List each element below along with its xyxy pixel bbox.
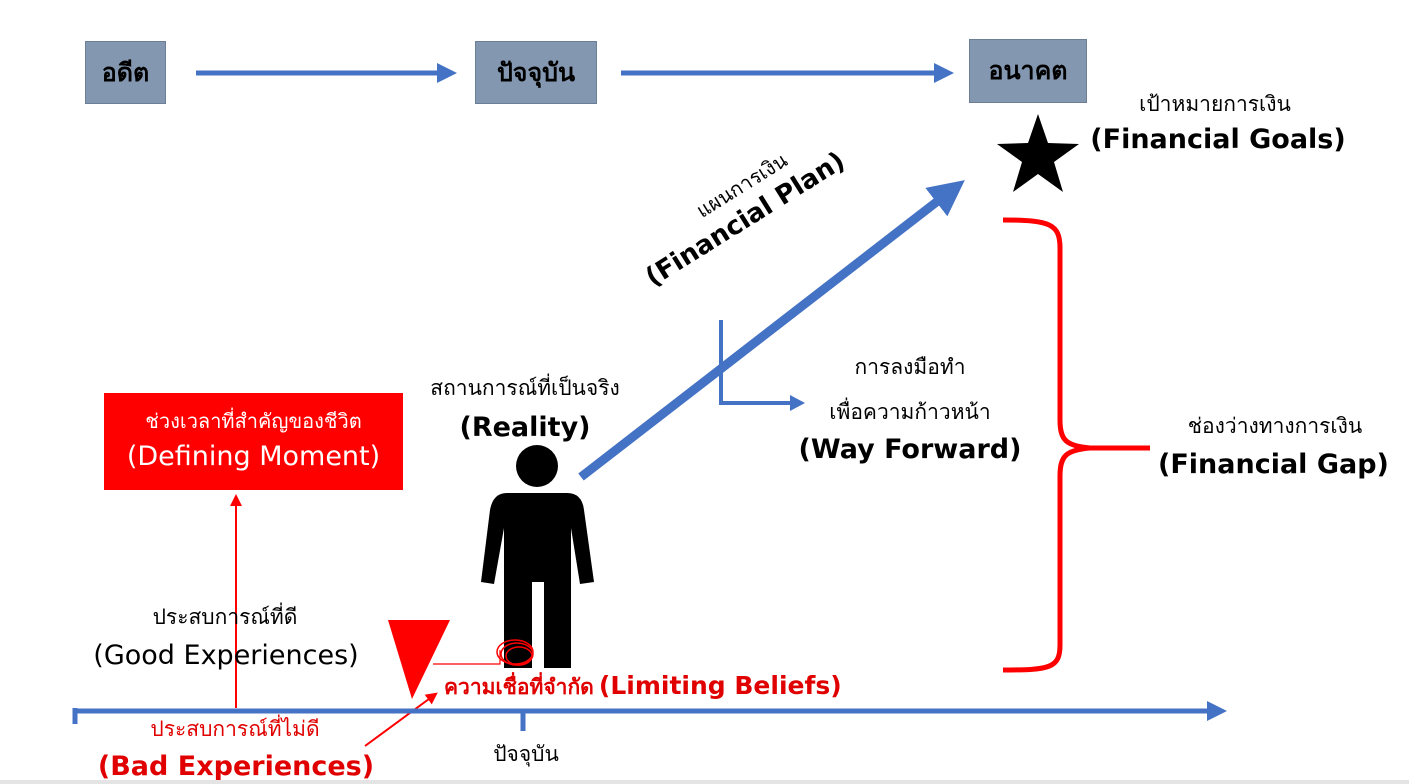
- gap-thai-label: ช่องว่างทางการเงิน: [1187, 414, 1363, 438]
- person-icon: [481, 445, 594, 668]
- goals-english-label: (Financial Goals): [1090, 124, 1346, 155]
- axis-present-label: ปัจจุบัน: [493, 742, 559, 766]
- past-box: อดีต: [85, 41, 166, 104]
- bad-experiences-english: (Bad Experiences): [97, 751, 375, 782]
- goal-star-icon: [997, 114, 1079, 192]
- future-box: อนาคต: [969, 39, 1087, 103]
- red-arrow-to-limiting-beliefs: [364, 692, 438, 747]
- limiting-beliefs-label: ความเชื่อที่จำกัด (Limiting Beliefs): [444, 671, 842, 704]
- bottom-border: [0, 780, 1409, 784]
- way-forward-connector: [719, 320, 790, 405]
- way-forward-thai-line2: เพื่อความก้าวหน้า: [829, 400, 991, 424]
- good-experiences-english: (Good Experiences): [93, 640, 359, 671]
- past-label: อดีต: [101, 57, 150, 87]
- limiting-beliefs-triangle-icon: [388, 620, 450, 699]
- bad-experiences-thai: ประสบการณ์ที่ไม่ดี: [150, 717, 320, 741]
- way-forward-thai-line1: การลงมือทำ: [854, 355, 966, 379]
- good-experiences-thai: ประสบการณ์ที่ดี: [152, 605, 298, 629]
- financial-gap-brace: [1002, 217, 1150, 673]
- reality-thai-label: สถานการณ์ที่เป็นจริง: [430, 376, 620, 400]
- goals-thai-label: เป้าหมายการเงิน: [1139, 92, 1291, 116]
- defining-moment-english: (Defining Moment): [126, 441, 381, 472]
- defining-moment-thai: ช่วงเวลาที่สำคัญของชีวิต: [145, 409, 362, 433]
- financial-plan-arrow: [578, 180, 965, 481]
- present-label: ปัจจุบัน: [496, 57, 576, 87]
- reality-english-label: (Reality): [459, 412, 591, 443]
- future-label: อนาคต: [988, 56, 1068, 85]
- gap-english-label: (Financial Gap): [1158, 449, 1389, 480]
- limiting-beliefs-english: (Limiting Beliefs): [598, 671, 842, 700]
- limiting-beliefs-thai: ความเชื่อที่จำกัด: [444, 675, 594, 699]
- scribble-mark: [496, 639, 534, 666]
- present-box: ปัจจุบัน: [475, 41, 597, 104]
- limiting-beliefs-marker-line: [433, 650, 501, 665]
- way-forward-english-label: (Way Forward): [798, 434, 1022, 465]
- defining-moment-box: ช่วงเวลาที่สำคัญของชีวิต (Defining Momen…: [104, 393, 403, 490]
- way-forward-arrowhead: [790, 395, 805, 411]
